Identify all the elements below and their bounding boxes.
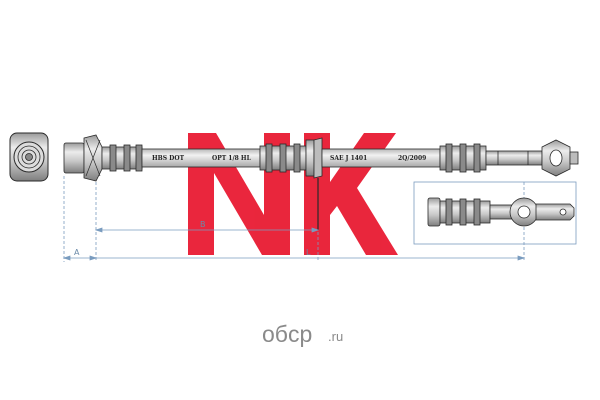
hose-labels: HBS DOT OPT 1/8 HL SAE J 1401 2Q/2009 bbox=[152, 155, 426, 162]
label-date: 2Q/2009 bbox=[398, 155, 426, 162]
dimension-b-label: B bbox=[200, 220, 206, 229]
detail-inset bbox=[413, 181, 577, 245]
label-sae: SAE J 1401 bbox=[330, 155, 367, 162]
dimension-l-label: L bbox=[306, 248, 311, 257]
watermark-name: обcр bbox=[262, 321, 312, 347]
hose-assembly bbox=[63, 134, 579, 230]
fitting-end-view bbox=[9, 132, 49, 182]
dimension-a-label: A bbox=[74, 248, 80, 257]
dimension-lines bbox=[62, 176, 526, 262]
site-watermark: обcр .ru bbox=[262, 321, 343, 347]
label-hbs-dot: HBS DOT bbox=[152, 155, 185, 162]
watermark-suffix: .ru bbox=[328, 329, 343, 344]
label-opt: OPT 1/8 HL bbox=[212, 155, 252, 162]
